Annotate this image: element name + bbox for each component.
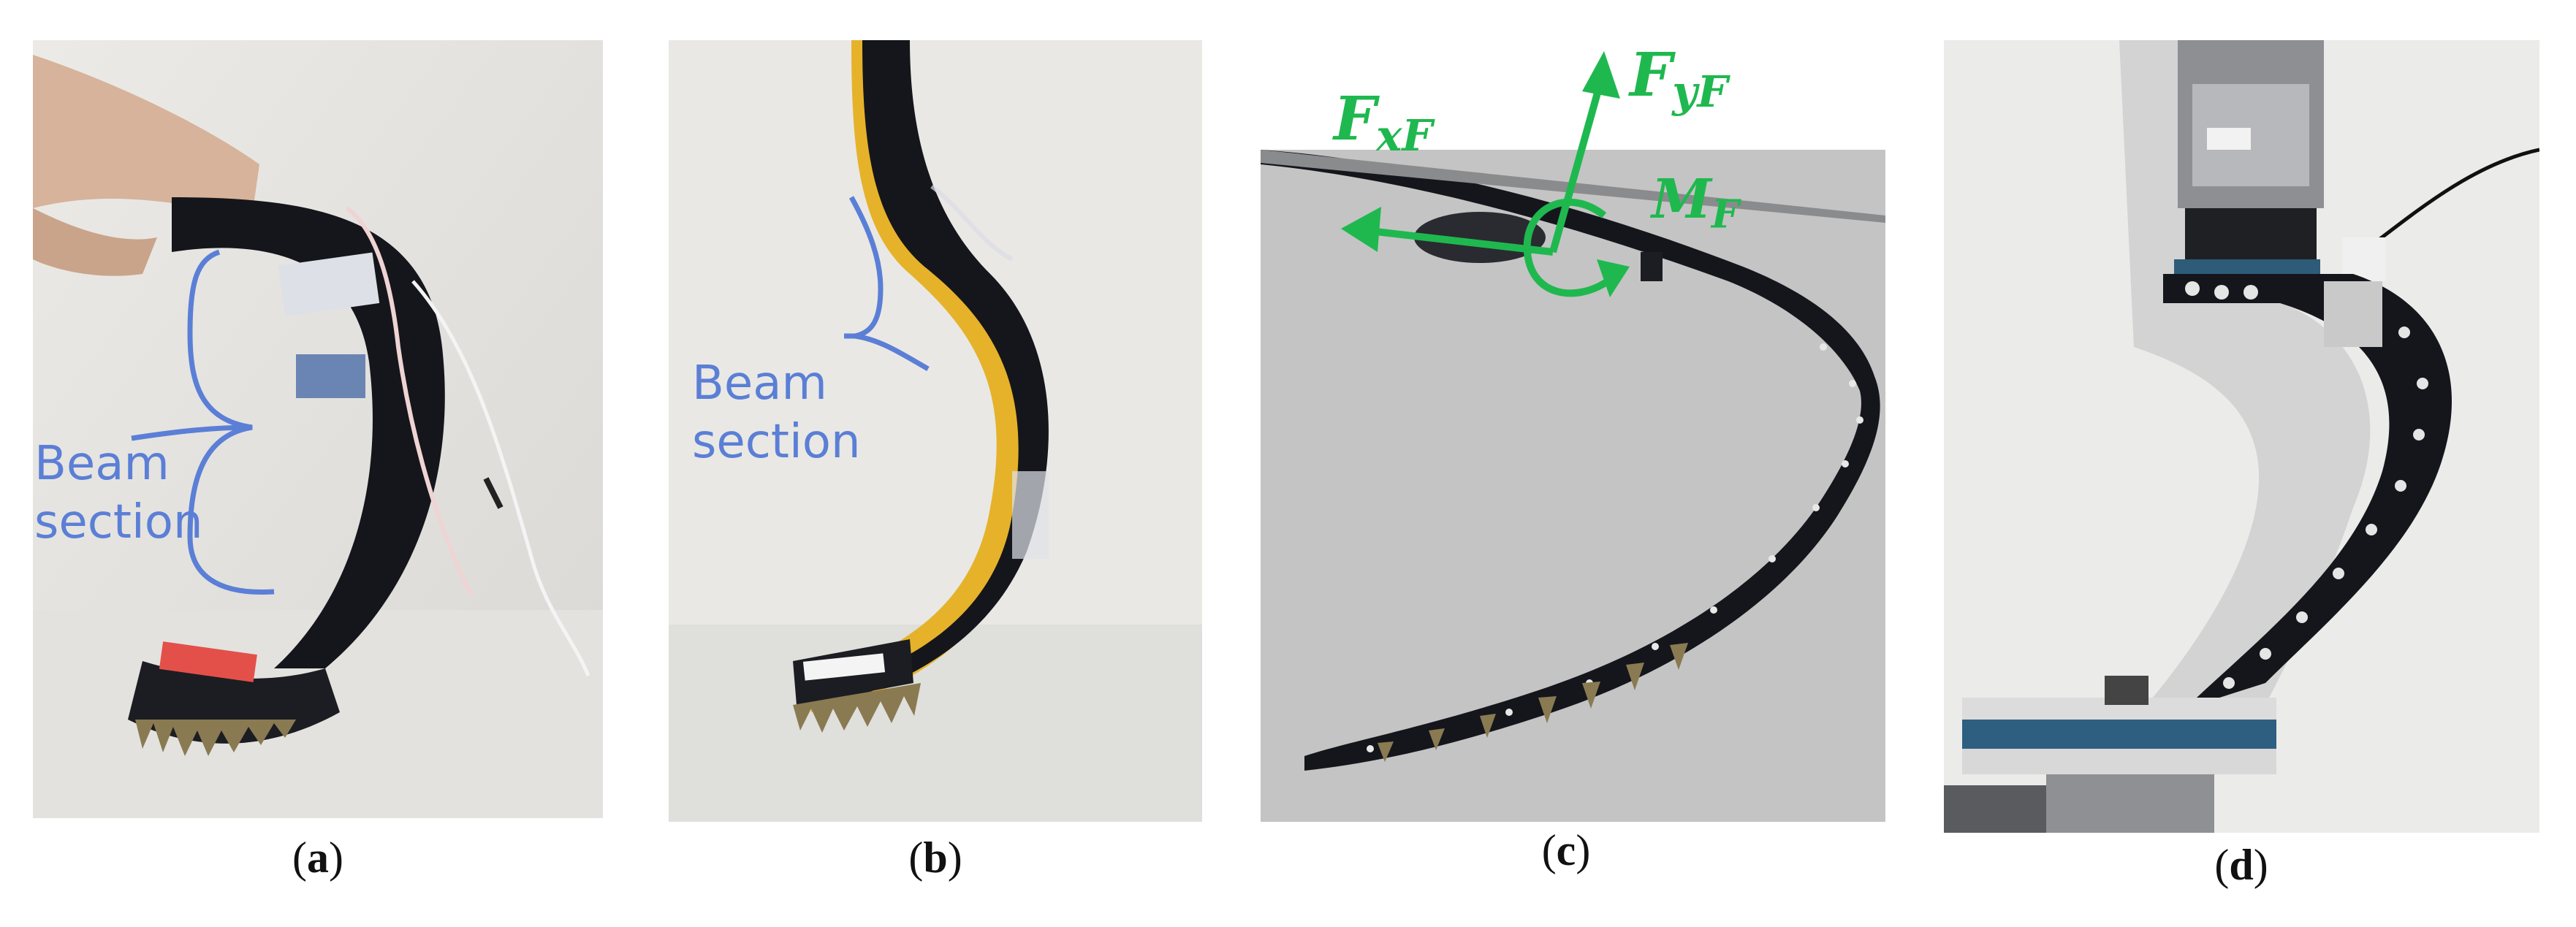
photo-panel-b: Beam section	[669, 40, 1202, 822]
beam-label-line1: Beam	[692, 356, 827, 411]
caption-letter-b: b	[923, 833, 948, 882]
photo-panel-c: FxF FyF MF	[1261, 40, 1885, 822]
panel-caption-c: (c)	[1541, 826, 1591, 874]
moment-label: MF	[1652, 168, 1739, 237]
test-rig-photo-d	[1944, 40, 2539, 833]
beam-label-line2: section	[34, 495, 203, 549]
beam-label-line2: section	[692, 415, 861, 469]
beam-label-line1: Beam	[34, 437, 170, 491]
beam-section-label-b: Beam section	[692, 354, 861, 471]
prosthetic-blade-photo-c	[1261, 40, 1885, 822]
panel-caption-d: (d)	[2214, 841, 2268, 889]
prosthetic-blade-photo-b	[669, 40, 1202, 822]
panel-caption-b: (b)	[908, 833, 962, 882]
panel-caption-a: (a)	[292, 833, 343, 882]
force-x-label: FxF	[1334, 84, 1433, 161]
beam-section-label-a: Beam section	[34, 435, 203, 552]
caption-letter-c: c	[1556, 826, 1576, 874]
caption-letter-d: d	[2229, 841, 2254, 889]
photo-panel-d	[1944, 40, 2539, 833]
prosthetic-blade-photo-a	[33, 40, 603, 818]
caption-letter-a: a	[307, 833, 329, 882]
force-y-label: FyF	[1630, 40, 1728, 117]
photo-panel-a: Beam section	[33, 40, 603, 818]
